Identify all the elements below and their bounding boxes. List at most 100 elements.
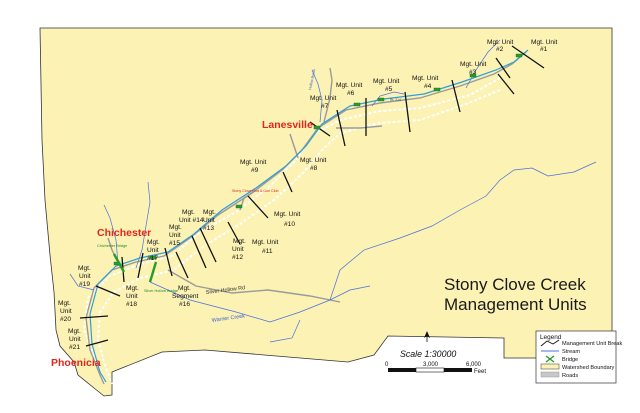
unit-label-19-line2: Unit [79,273,91,280]
unit-label-7-line1: Mgt. Unit [310,95,337,102]
unit-label-9-line1: Mgt. Unit [240,159,267,166]
town-label-chichester: Chichester [97,227,151,239]
unit-label-6-line2: #6 [347,90,355,97]
watershed-boundary [39,27,613,397]
unit-label-19-line1: Mgt. [78,265,91,272]
unit-label-13-line1: Mgt. [203,209,216,216]
valley-outline [82,77,501,385]
unit-label-4-line2: #4 [424,83,432,90]
stony-clove-creek [89,49,529,383]
stream-southwest [269,319,301,343]
unit-break-line [199,227,217,263]
unit-break-line [495,57,511,79]
silver-hollow-road [167,269,341,303]
stream-southeast [329,161,597,301]
unit-label-1-line1: Mgt. Unit [531,39,558,46]
unit-label-17-line2: Unit [147,247,159,254]
unit-label-3-line2: #3 [469,69,477,76]
warner-creek-stream [149,281,371,323]
bridge-marker [235,204,243,209]
stream-left-mid [69,273,95,291]
unit-break-lines [79,45,545,347]
unit-label-2-line1: Mgt. Unit [487,39,514,46]
unit-label-12-line3: #12 [232,254,243,261]
bridge-marker [433,87,441,92]
bridges [113,53,523,266]
scale-tick-0: 0 [385,362,389,368]
unit-label-10-line1: Mgt. Unit [274,211,301,218]
scale-label: Scale 1:30000 [400,349,456,359]
unit-label-5-line2: #5 [385,86,393,93]
unit-labels: Mgt. Unit #1 Mgt. Unit #2 Mgt. Unit #3 M… [58,39,558,351]
annotation-red-note: Stony Clove Rod & Gun Club [232,189,279,193]
unit-label-10-line2: #10 [284,221,295,228]
side-road-a [323,67,333,123]
unit-label-21-line3: #21 [69,344,80,351]
unit-break-line [191,235,207,269]
legend-unit-break-icon [540,339,560,347]
unit-label-18-line1: Mgt. [126,285,139,292]
scale-tick-6000: 6,000 [466,362,482,368]
bridge-marker [353,102,361,107]
bridge-marker [377,97,385,102]
north-arrow-icon [424,331,430,342]
bridge-marker [469,73,477,78]
unit-label-13-line2: Unit [203,217,215,224]
unit-label-15-line1: Mgt. [169,224,182,231]
unit-break-line [164,247,173,277]
unit-label-6-line1: Mgt. Unit [336,82,363,89]
side-road-c [289,133,299,159]
stream-label-hollow-brook: Hollow Brook [308,68,316,90]
unit-label-7-line2: #7 [321,103,329,110]
unit-break-line [247,195,269,219]
legend: Legend Management Unit Break Stream Brid… [535,330,623,384]
unit-break-line [79,315,109,319]
unit-label-8-line2: #8 [310,165,318,172]
legend-roads-icon [540,371,560,378]
unit-label-20-line2: Unit [60,308,72,315]
bridge-marker [515,53,523,58]
unit-label-4-line1: Mgt. Unit [412,75,439,82]
unit-break-line [497,73,515,95]
scale-bar [388,367,472,373]
map-title-line1: Stony Clove Creek [444,275,586,294]
legend-watershed-icon [540,363,560,370]
unit-label-18-line3: #18 [126,301,137,308]
unit-break-line [227,221,241,245]
silver-hollow-bridge-label: Silver Hollow Bridge [144,289,178,293]
unit-label-3-line1: Mgt. Unit [460,61,487,68]
scale-unit: Feet [474,369,486,375]
chichester-bridge-mark [112,253,126,273]
unit-label-16-line2: Segment [172,293,199,300]
unit-break-line [511,45,545,69]
silver-hollow-bridge-mark [148,261,158,283]
scale-tick-3000: 3,000 [423,362,439,368]
unit-label-12-line2: Unit [232,246,244,253]
unit-label-1-line2: #1 [540,46,548,53]
unit-break-line [451,79,461,113]
legend-title: Legend [540,334,562,341]
unit-label-13-line3: #13 [203,225,214,232]
unit-label-14-line1: Mgt. [182,209,195,216]
unit-break-line [282,171,293,193]
unit-label-11-line1: Mgt. Unit [252,239,279,246]
unit-label-8-line1: Mgt. Unit [300,157,327,164]
unit-break-line [175,251,189,279]
legend-label-stream: Stream [562,349,580,355]
unit-label-15-line3: #15 [169,240,180,247]
unit-break-line [137,252,144,279]
stream-north-tributary [311,69,323,123]
unit-break-line [336,109,346,147]
roads [85,51,527,385]
legend-label-unit-break: Management Unit Break [562,341,623,347]
unit-break-line [404,91,411,133]
bridge-marker [313,125,321,130]
unit-label-16-line3: #16 [179,301,190,308]
town-label-phoenicia: Phoenicia [51,357,101,369]
unit-label-21-line2: Unit [69,336,81,343]
legend-label-bridge: Bridge [562,357,578,363]
unit-label-20-line3: #20 [60,316,71,323]
stream-left-top [135,181,151,269]
legend-label-roads: Roads [562,373,578,379]
